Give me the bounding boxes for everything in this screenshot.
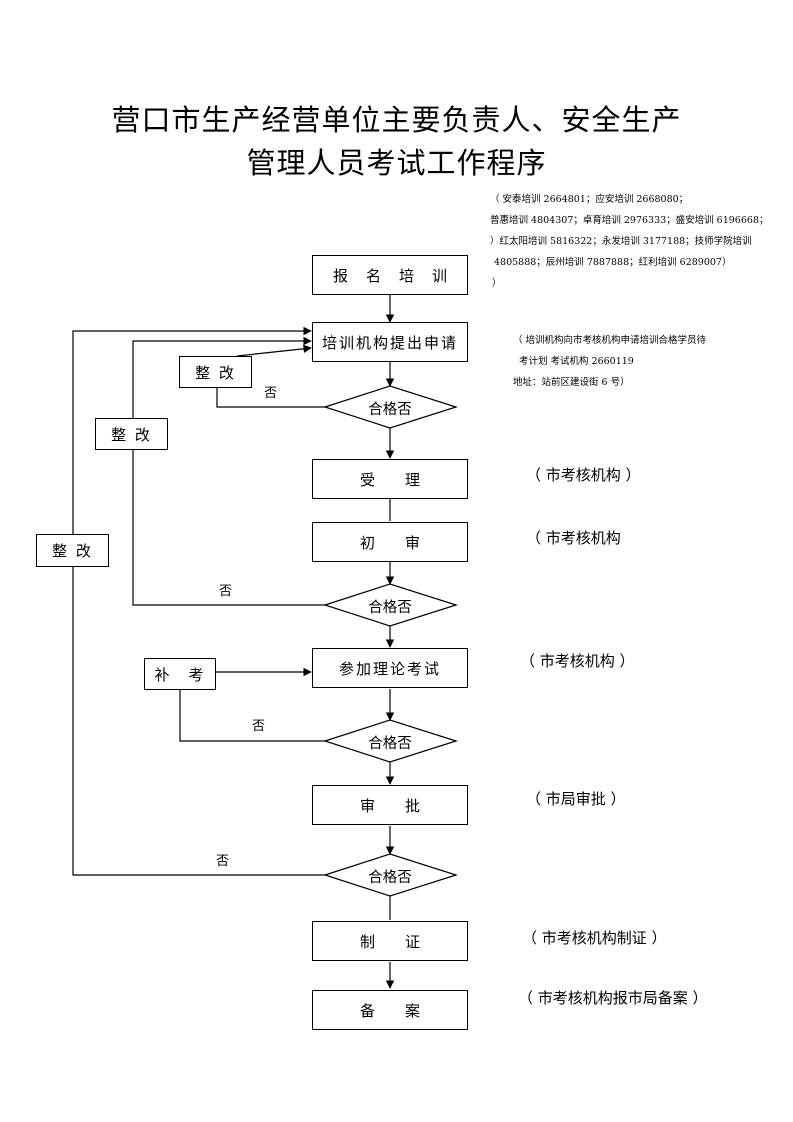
step-filing: 备案: [312, 990, 468, 1030]
step-registration-training: 报名培训: [312, 255, 468, 295]
training-info-line-4: 4805888；辰州培训 7887888；红利培训 6289007）: [494, 257, 732, 268]
makeup-exam-box: 补 考: [144, 658, 216, 690]
decision-3-label: 合格否: [368, 736, 412, 752]
no-label-1: 否: [264, 386, 278, 401]
arrow-rectify2-s2: [132, 336, 312, 418]
apply-note-line-3: 地址：站前区建设街 6 号）: [513, 377, 630, 388]
arrow-rectify1-s2: [236, 344, 312, 357]
title-line-1: 营口市生产经营单位主要负责人、安全生产: [111, 103, 682, 137]
apply-note-line-1: （ 培训机构向市考核机构申请培训合格学员待: [513, 335, 707, 346]
no-label-3: 否: [252, 719, 266, 734]
decision-4-label: 合格否: [368, 870, 412, 886]
loop-d2-rectify: [132, 450, 325, 606]
no-label-4: 否: [216, 854, 230, 869]
title-line-2: 管理人员考试工作程序: [246, 146, 547, 180]
step-training-org-apply: 培训机构提出申请: [312, 322, 468, 362]
decision-2-label: 合格否: [368, 600, 412, 616]
decision-3: [323, 719, 458, 763]
decision-1-label: 合格否: [368, 402, 412, 418]
rectify-box-1: 整 改: [179, 356, 252, 388]
note-theory-exam: （ 市考核机构 ）: [520, 652, 635, 670]
rectify-box-3: 整 改: [36, 534, 109, 567]
note-approval: （ 市局审批 ）: [526, 790, 626, 808]
step-approval: 审批: [312, 785, 468, 825]
apply-note-line-2: 考计划 考试机构 2660119: [519, 356, 634, 367]
loop-d3-makeup: [179, 690, 325, 742]
step-preliminary-review: 初审: [312, 522, 468, 562]
loop-d1-rectify: [216, 388, 325, 408]
decision-4: [323, 853, 458, 897]
training-info-line-1: （ 安泰培训 2664801；应安培训 2668080；: [490, 194, 689, 205]
training-info-line-5: ）: [492, 278, 502, 289]
training-info-line-2: 普惠培训 4804307；卓育培训 2976333；盛安培训 6196668；: [490, 215, 769, 226]
decision-1: [323, 385, 458, 429]
arrow-rectify3-s2: [72, 326, 312, 534]
step-certificate: 制证: [312, 921, 468, 961]
note-certificate: （ 市考核机构制证 ）: [522, 929, 667, 947]
decision-2: [323, 583, 458, 627]
note-preliminary-review: （ 市考核机构: [526, 529, 621, 547]
note-acceptance: （ 市考核机构 ）: [526, 466, 641, 484]
rectify-box-2: 整 改: [95, 418, 168, 450]
loop-d4-rectify: [72, 567, 325, 876]
step-theory-exam: 参加理论考试: [312, 648, 468, 688]
step-acceptance: 受理: [312, 459, 468, 499]
no-label-2: 否: [219, 584, 233, 599]
note-filing: （ 市考核机构报市局备案 ）: [518, 989, 708, 1007]
training-info-line-3: ）红太阳培训 5816322；永发培训 3177188；技师学院培训: [490, 236, 752, 247]
